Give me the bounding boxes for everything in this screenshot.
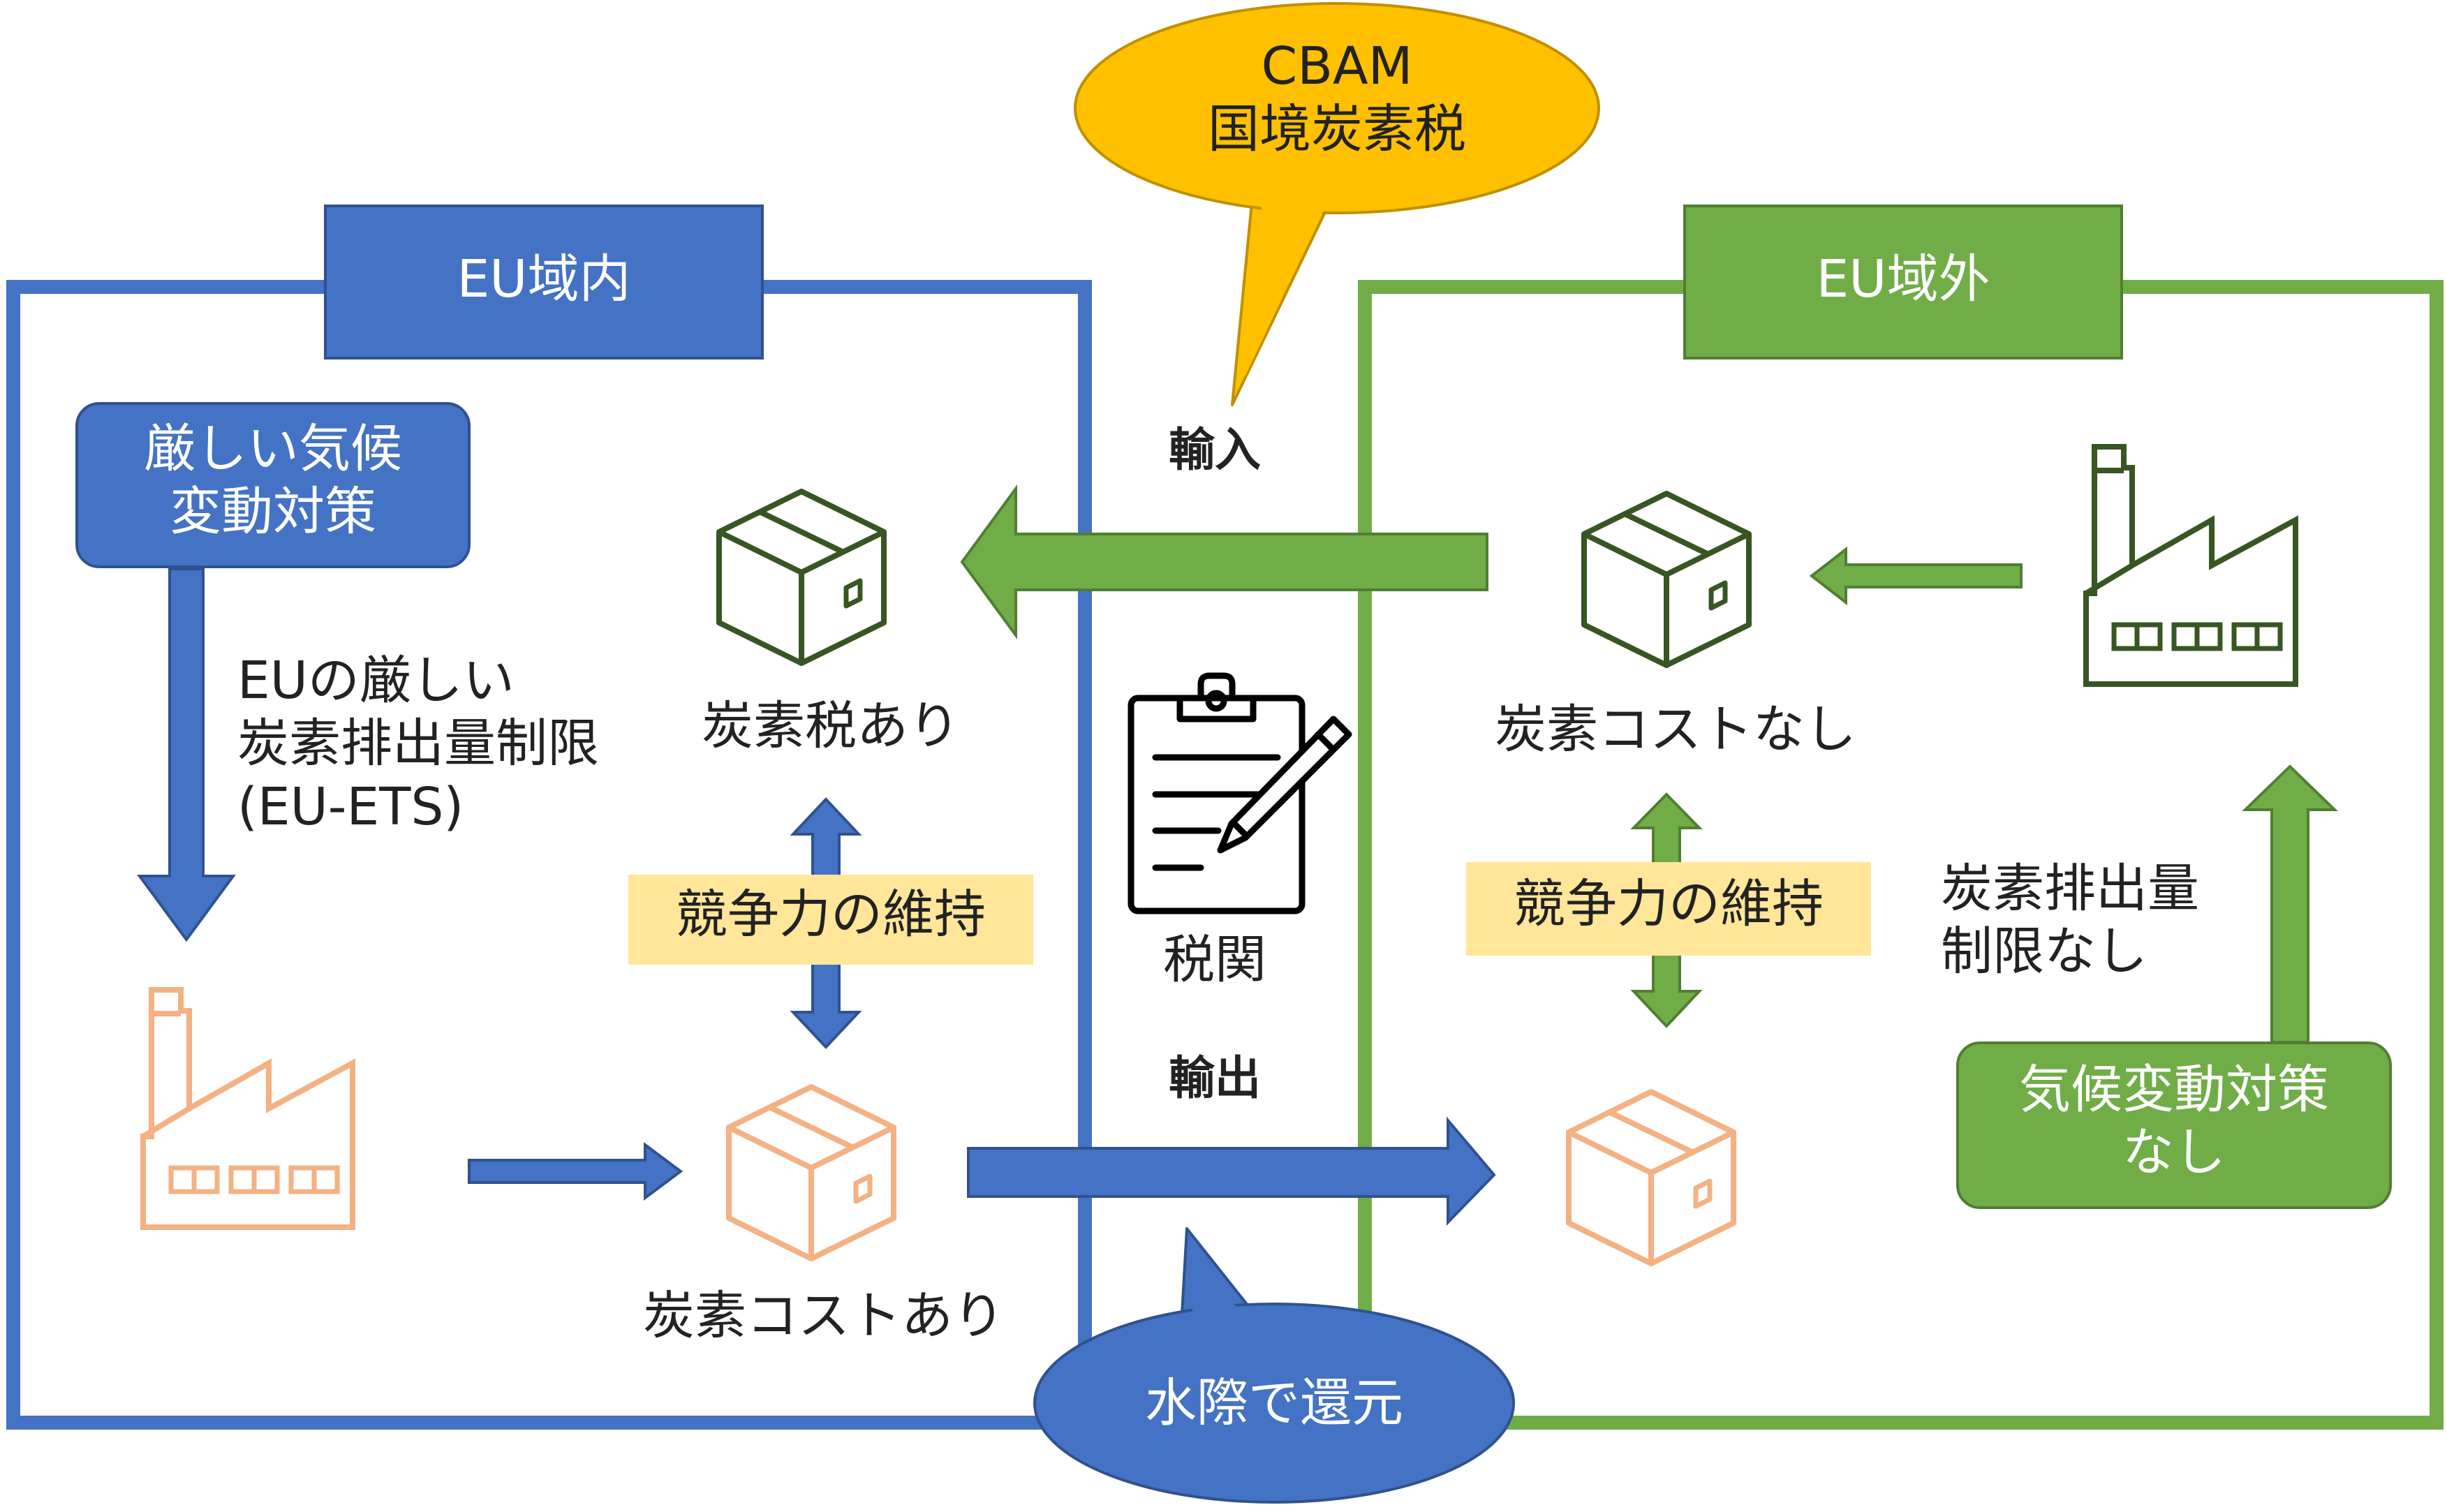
no-policy-line2: なし <box>2122 1122 2226 1183</box>
factory-to-box-arrow <box>468 1142 683 1201</box>
no-policy-box <box>1956 1042 2392 1209</box>
no-policy-line1: 気候変動対策 <box>2019 1060 2329 1120</box>
factory-to-box-arrow-green <box>1809 546 2023 606</box>
eu-outside-title-box <box>1683 205 2123 360</box>
up-arrow-green <box>2242 764 2338 1044</box>
box-icon <box>719 491 884 663</box>
carbon-cost-yes-label: 炭素コストあり <box>643 1286 1005 1346</box>
eu-inside-title: EU域内 <box>457 249 631 309</box>
carbon-tax-yes-label: 炭素税あり <box>702 696 960 756</box>
no-policy-label: 気候変動対策 なし <box>1958 1058 2390 1185</box>
competitiveness-left-box <box>628 875 1033 965</box>
customs-label: 税関 <box>1163 930 1266 990</box>
rebate-callout <box>1033 1227 1515 1504</box>
eu-limit-label: EUの厳しい 炭素排出量制限 (EU-ETS) <box>237 649 599 838</box>
strict-policy-line1: 厳しい気候 <box>144 419 402 479</box>
eu-inside-title-box <box>324 205 764 360</box>
box-icon <box>1569 1092 1733 1263</box>
factory-icon <box>2086 447 2296 684</box>
no-limit-line2: 制限なし <box>1941 921 2147 982</box>
competitiveness-left-label: 競争力の維持 <box>676 884 986 944</box>
import-arrow <box>960 484 1488 640</box>
rebate-label: 水際で還元 <box>1145 1373 1403 1433</box>
strict-policy-box <box>75 402 471 568</box>
eu-limit-line1: EUの厳しい <box>237 651 515 711</box>
export-label: 輸出 <box>1169 1051 1261 1105</box>
competitiveness-right-label: 競争力の維持 <box>1514 874 1824 934</box>
cbam-line2: 国境炭素税 <box>1208 99 1466 160</box>
down-arrow-blue <box>137 568 236 942</box>
eu-limit-line2: 炭素排出量制限 <box>237 713 599 774</box>
carbon-cost-no-label: 炭素コストなし <box>1495 699 1856 759</box>
no-limit-label: 炭素排出量 制限なし <box>1941 857 2199 984</box>
cbam-callout <box>1074 2 1600 406</box>
import-label: 輸入 <box>1169 423 1261 477</box>
box-icon <box>729 1087 894 1259</box>
strict-policy-label: 厳しい気候 変動対策 <box>77 417 469 544</box>
clipboard-icon <box>1128 672 1352 914</box>
export-arrow <box>967 1116 1496 1226</box>
strict-policy-line2: 変動対策 <box>170 482 376 542</box>
factory-icon <box>143 990 353 1227</box>
eu-limit-line3: (EU-ETS) <box>237 776 464 837</box>
box-icon <box>1584 494 1749 665</box>
cbam-line1: CBAM <box>1261 36 1413 96</box>
cbam-label: CBAM 国境炭素税 <box>1128 35 1546 161</box>
eu-outside-title: EU域外 <box>1816 249 1990 309</box>
no-limit-line1: 炭素排出量 <box>1941 859 2199 919</box>
competitiveness-right-box <box>1466 862 1871 956</box>
